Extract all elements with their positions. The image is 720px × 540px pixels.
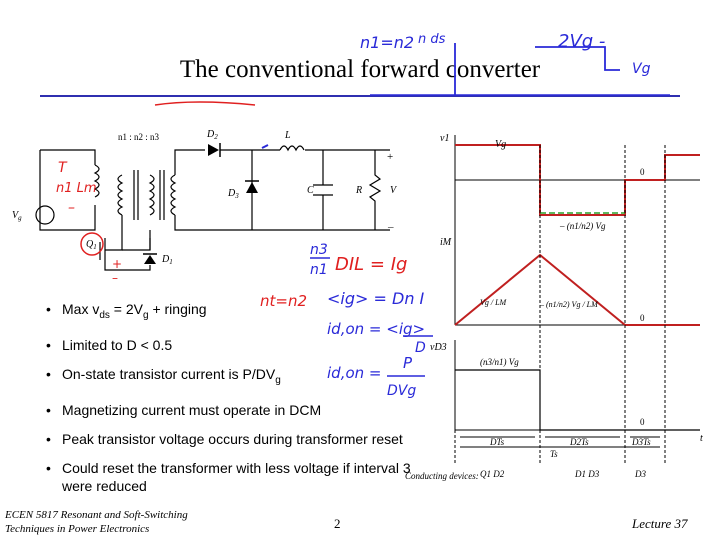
turns-ratio-label: n1 : n2 : n3 (118, 132, 160, 142)
svg-text:D: D (415, 340, 426, 356)
svg-text:Q1: Q1 (86, 239, 97, 251)
handwritten-top-notes: n1=n2 n ds 2Vg - Vg (360, 31, 670, 96)
svg-text:–: – (68, 200, 75, 216)
svg-text:(n3/n1) Vg: (n3/n1) Vg (480, 357, 519, 367)
svg-text:+: + (387, 151, 393, 163)
footer-lecture: Lecture 37 (632, 516, 688, 531)
svg-text:Q1 D2: Q1 D2 (480, 469, 505, 479)
svg-text:vD3: vD3 (430, 342, 447, 353)
svg-text:Vg / LM: Vg / LM (480, 298, 508, 307)
svg-text:T: T (58, 160, 68, 176)
handwritten-underline (154, 101, 256, 106)
svg-text:C: C (307, 185, 314, 196)
svg-text:DIL = Ig: DIL = Ig (335, 254, 407, 275)
svg-text:Vg: Vg (632, 61, 651, 77)
svg-text:D1 D3: D1 D3 (574, 469, 600, 479)
bullet-list: Max vds = 2Vg + ringing Limited to D < 0… (40, 300, 420, 506)
svg-text:D2: D2 (206, 129, 218, 141)
svg-text:Conducting devices:: Conducting devices: (405, 471, 479, 481)
waveform-diagram: v1 Vg 0 – (n1/n2) Vg iM Vg / LM – (n1/n2… (405, 133, 703, 481)
svg-text:t: t (700, 433, 703, 444)
svg-text:2Vg -: 2Vg - (558, 31, 605, 52)
forward-converter-schematic: n1 : n2 : n3 D2 L D3 C R V + – Vg Q1 D1 … (12, 129, 398, 285)
svg-text:D1: D1 (161, 254, 173, 266)
svg-text:L: L (284, 130, 291, 141)
svg-text:DTs: DTs (489, 437, 505, 447)
svg-text:n1=n2: n1=n2 (360, 33, 414, 52)
svg-text:D3Ts: D3Ts (631, 437, 651, 447)
svg-text:n1: n1 (310, 262, 328, 278)
svg-text:– (n1/n2) Vg / LM: – (n1/n2) Vg / LM (539, 300, 599, 309)
svg-text:Ts: Ts (550, 449, 558, 459)
svg-text:Vg: Vg (495, 139, 506, 150)
svg-text:R: R (355, 185, 362, 196)
svg-text:– (n1/n2) Vg: – (n1/n2) Vg (559, 221, 606, 231)
svg-text:–: – (112, 271, 118, 285)
svg-text:0: 0 (640, 167, 645, 177)
svg-text:0: 0 (640, 417, 645, 427)
bullet-dcm: Magnetizing current must operate in DCM (40, 401, 420, 419)
svg-text:v1: v1 (440, 133, 449, 144)
bullet-peak-voltage: Peak transistor voltage occurs during tr… (40, 430, 420, 448)
svg-text:iM: iM (440, 237, 452, 248)
slide-title: The conventional forward converter (179, 56, 541, 83)
svg-text:n1 Lm: n1 Lm (56, 181, 97, 196)
svg-text:n3: n3 (310, 242, 328, 258)
svg-text:0: 0 (640, 313, 645, 323)
svg-text:–: – (387, 221, 394, 233)
bullet-onstate-current: On-state transistor current is P/DVg (40, 365, 420, 390)
svg-text:D3: D3 (227, 188, 239, 200)
bullet-max-vds: Max vds = 2Vg + ringing (40, 300, 420, 325)
footer-course: ECEN 5817 Resonant and Soft-Switching Te… (5, 509, 188, 535)
svg-text:Vg: Vg (12, 210, 22, 222)
svg-text:V: V (390, 185, 398, 196)
bullet-reset-voltage: Could reset the transformer with less vo… (40, 459, 420, 495)
svg-text:D3: D3 (634, 469, 646, 479)
svg-text:D2Ts: D2Ts (569, 437, 589, 447)
bullet-duty-limit: Limited to D < 0.5 (40, 336, 420, 354)
svg-text:+: + (112, 257, 122, 271)
title-divider (40, 95, 680, 97)
svg-text:n ds: n ds (418, 32, 446, 47)
footer-page-number: 2 (334, 516, 341, 531)
svg-text:P: P (403, 354, 413, 372)
